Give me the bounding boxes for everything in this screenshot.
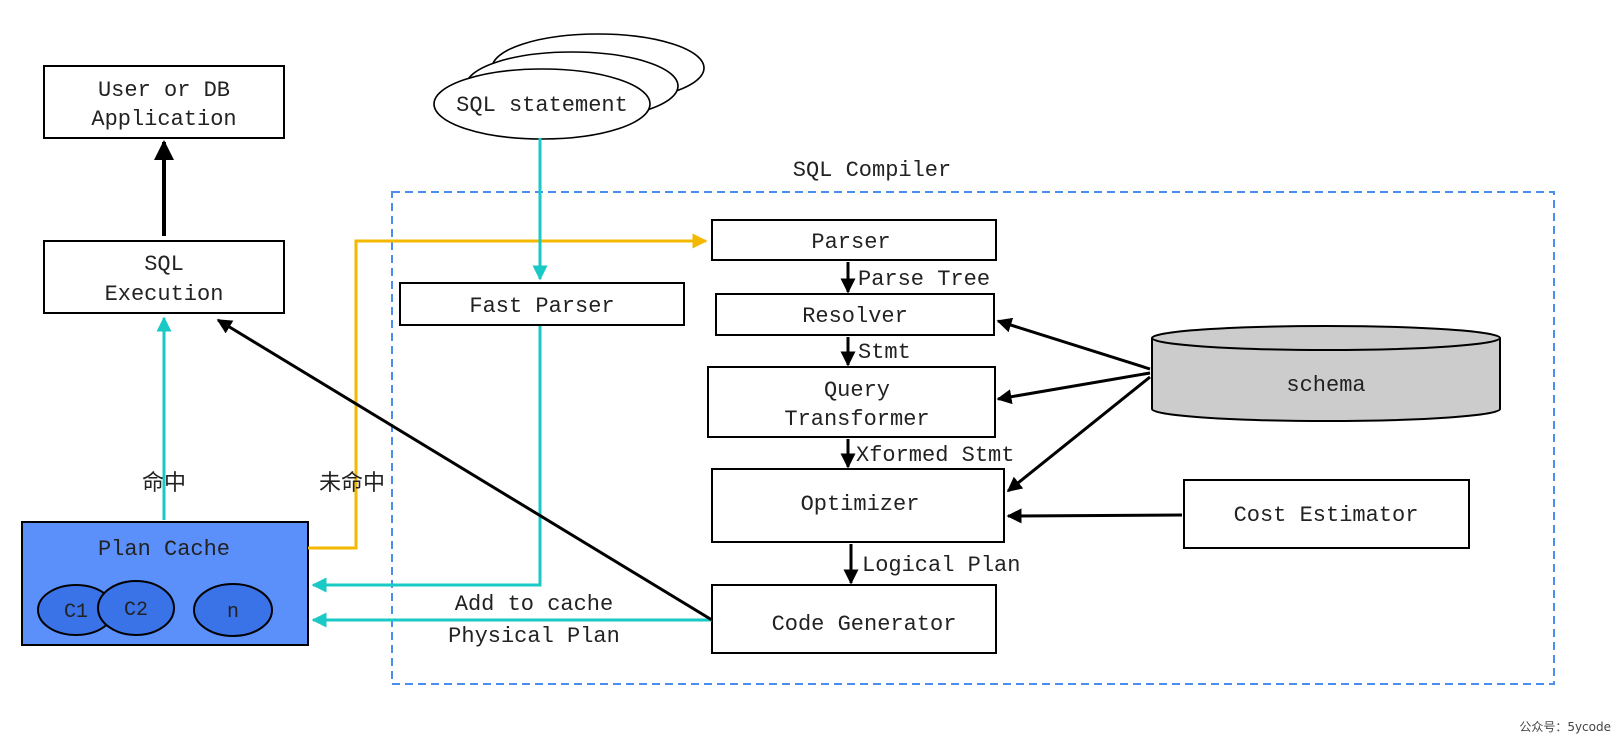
user-app-label-2: Application [91, 107, 236, 132]
label-stmt: Stmt [858, 340, 911, 365]
watermark: 公众号：5ycode [1519, 720, 1611, 734]
cache-entry-n [193, 583, 273, 637]
arrow-codegen-to-execution [216, 318, 713, 622]
cost-estimator-box [1183, 479, 1470, 549]
schema-cylinder-top [1151, 325, 1501, 351]
code-generator-box [711, 584, 997, 654]
resolver-box [715, 293, 995, 336]
parser-label: Parser [811, 230, 890, 255]
label-parse-tree: Parse Tree [858, 267, 990, 292]
cost-estimator-label: Cost Estimator [1234, 503, 1419, 528]
arrow-schema-to-optimizer [1006, 375, 1151, 493]
sql-execution-label-1: SQL [144, 252, 184, 277]
code-generator-label: Code Generator [772, 612, 957, 637]
query-transformer-label-2: Transformer [784, 407, 929, 432]
user-app-box [43, 65, 285, 139]
label-xformed-stmt: Xformed Stmt [856, 443, 1014, 468]
label-miss: 未命中 [319, 471, 385, 496]
arrow-schema-to-transformer [996, 371, 1151, 405]
sql-execution-label-2: Execution [105, 282, 224, 307]
query-transformer-box [707, 366, 996, 438]
cache-entry-c2 [97, 580, 175, 636]
sql-compiler-boundary [391, 191, 1555, 685]
fast-parser-label: Fast Parser [469, 294, 614, 319]
label-hit: 命中 [142, 471, 186, 496]
sql-statement-label: SQL statement [456, 93, 628, 118]
schema-label: schema [1286, 373, 1365, 398]
cache-entry-n-label: n [227, 601, 239, 624]
arrow-fast-parser-to-cache [311, 326, 542, 593]
plan-cache-label: Plan Cache [98, 537, 230, 562]
label-physical-plan: Physical Plan [448, 624, 620, 649]
parser-box [711, 219, 997, 261]
arrow-schema-to-resolver [996, 317, 1151, 371]
fast-parser-box [399, 282, 685, 326]
optimizer-box [711, 468, 1005, 543]
sql-statement-ellipse [433, 68, 651, 140]
user-app-label-1: User or DB [98, 78, 230, 103]
label-add-to-cache: Add to cache [455, 592, 613, 617]
schema-cylinder-body [1151, 338, 1501, 422]
sql-compiler-title: SQL Compiler [793, 158, 951, 183]
label-logical-plan: Logical Plan [862, 553, 1020, 578]
cache-entry-c1-label: C1 [64, 601, 88, 624]
query-transformer-label-1: Query [824, 378, 890, 403]
cache-entry-c2-label: C2 [124, 599, 148, 622]
optimizer-label: Optimizer [801, 492, 920, 517]
resolver-label: Resolver [802, 304, 908, 329]
sql-execution-box [43, 240, 285, 314]
arrow-cost-to-optimizer [1006, 508, 1183, 524]
arrow-cache-miss [308, 233, 708, 550]
